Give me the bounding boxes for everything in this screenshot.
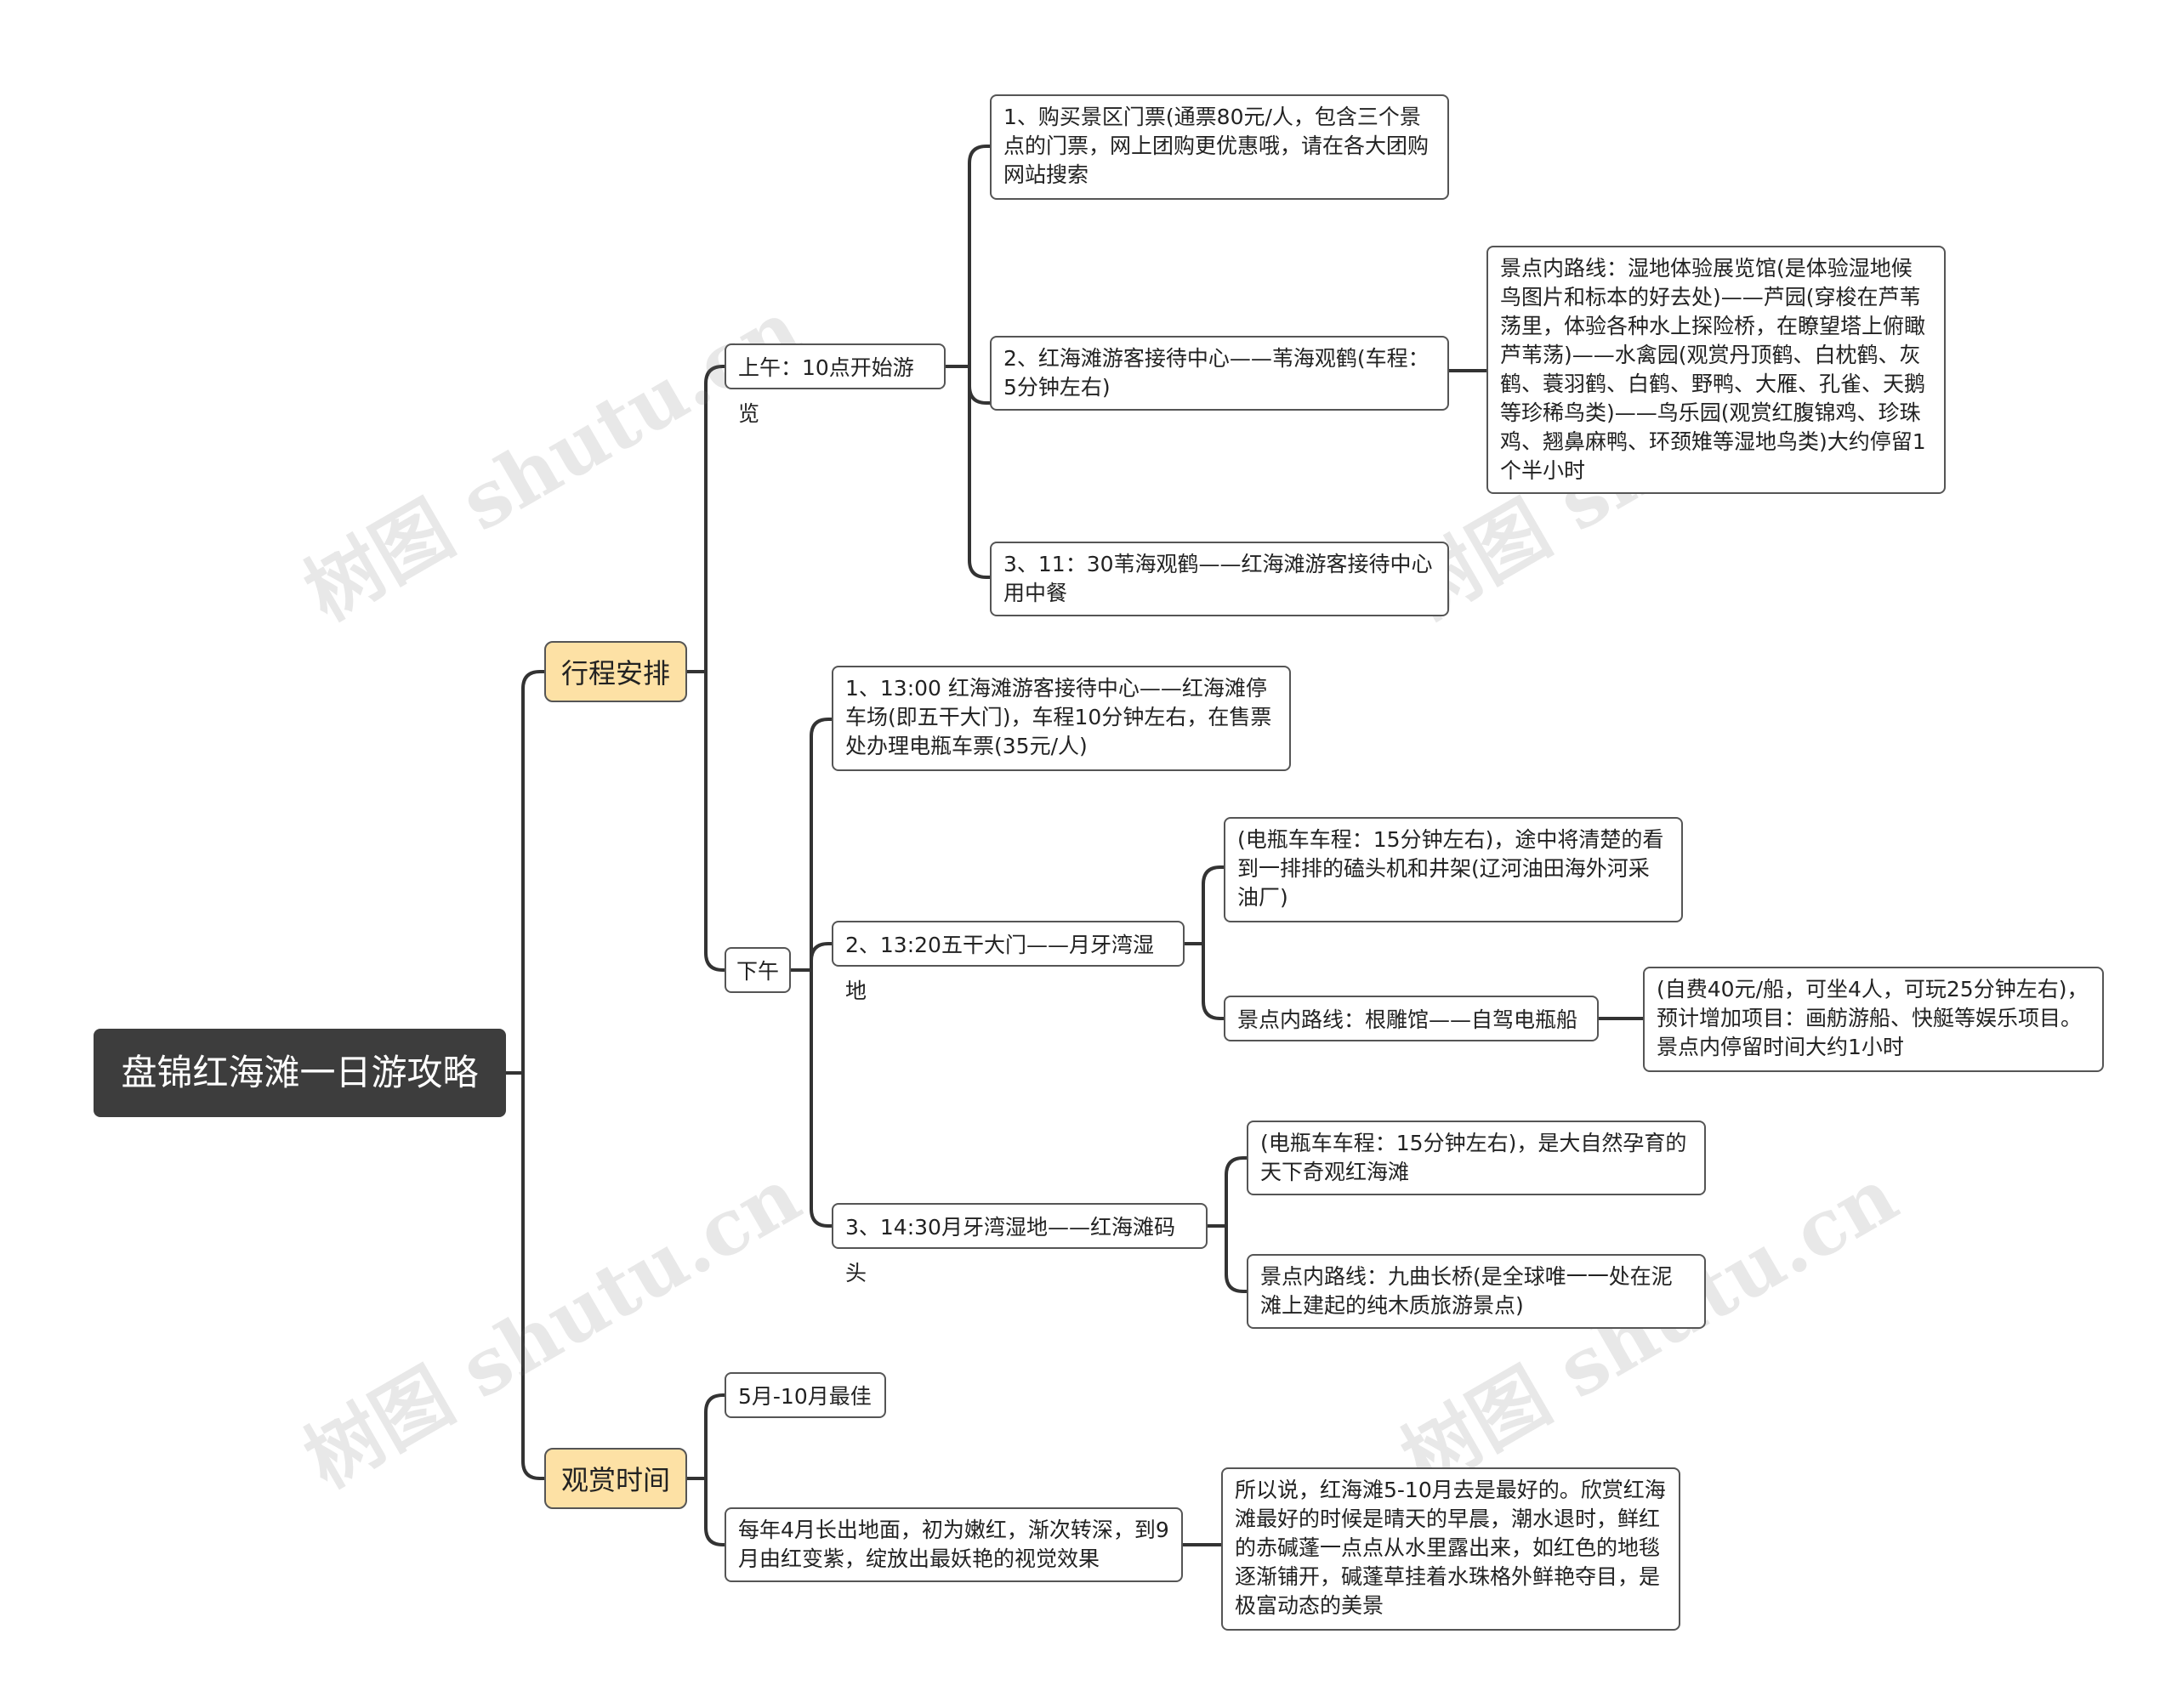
viewing-item-2[interactable]: 每年4月长出地面，初为嫩红，渐次转深，到9月由红变紫，绽放出最妖艳的视觉效果 xyxy=(725,1507,1183,1582)
morning-item-2-detail[interactable]: 景点内路线：湿地体验展览馆(是体验湿地候鸟图片和标本的好去处)——芦园(穿梭在芦… xyxy=(1486,246,1946,494)
afternoon-item-2-detail-b-sub[interactable]: (自费40元/船，可坐4人，可玩25分钟左右)，预计增加项目：画舫游船、快艇等娱… xyxy=(1643,967,2104,1072)
viewing-item-2-detail[interactable]: 所以说，红海滩5-10月去是最好的。欣赏红海滩最好的时候是晴天的早晨，潮水退时，… xyxy=(1221,1467,1680,1631)
branch-itinerary[interactable]: 行程安排 xyxy=(544,641,687,702)
morning-item-3[interactable]: 3、11：30苇海观鹤——红海滩游客接待中心用中餐 xyxy=(990,542,1449,616)
afternoon-item-2-detail-a[interactable]: (电瓶车车程：15分钟左右)，途中将清楚的看到一排排的磕头机和井架(辽河油田海外… xyxy=(1224,817,1683,922)
afternoon-item-2[interactable]: 2、13:20五干大门——月牙湾湿地 xyxy=(832,921,1185,1003)
afternoon-item-3-detail-a[interactable]: (电瓶车车程：15分钟左右)，是大自然孕育的天下奇观红海滩 xyxy=(1247,1121,1706,1195)
afternoon-item-2-detail-b[interactable]: 景点内路线：根雕馆——自驾电瓶船 xyxy=(1224,996,1599,1041)
branch-viewing-time[interactable]: 观赏时间 xyxy=(544,1448,687,1509)
morning-node[interactable]: 上午：10点开始游览 xyxy=(725,343,946,426)
root-node[interactable]: 盘锦红海滩一日游攻略 xyxy=(94,1029,506,1117)
afternoon-item-3[interactable]: 3、14:30月牙湾湿地——红海滩码头 xyxy=(832,1203,1208,1285)
viewing-item-1[interactable]: 5月-10月最佳 xyxy=(725,1372,886,1418)
afternoon-item-1[interactable]: 1、13:00 红海滩游客接待中心——红海滩停车场(即五干大门)，车程10分钟左… xyxy=(832,666,1291,771)
afternoon-node[interactable]: 下午 xyxy=(725,947,791,993)
morning-item-1[interactable]: 1、购买景区门票(通票80元/人，包含三个景点的门票，网上团购更优惠哦，请在各大… xyxy=(990,94,1449,200)
morning-item-2[interactable]: 2、红海滩游客接待中心——苇海观鹤(车程：5分钟左右) xyxy=(990,336,1449,411)
afternoon-item-3-detail-b[interactable]: 景点内路线：九曲长桥(是全球唯一一处在泥滩上建起的纯木质旅游景点) xyxy=(1247,1254,1706,1329)
